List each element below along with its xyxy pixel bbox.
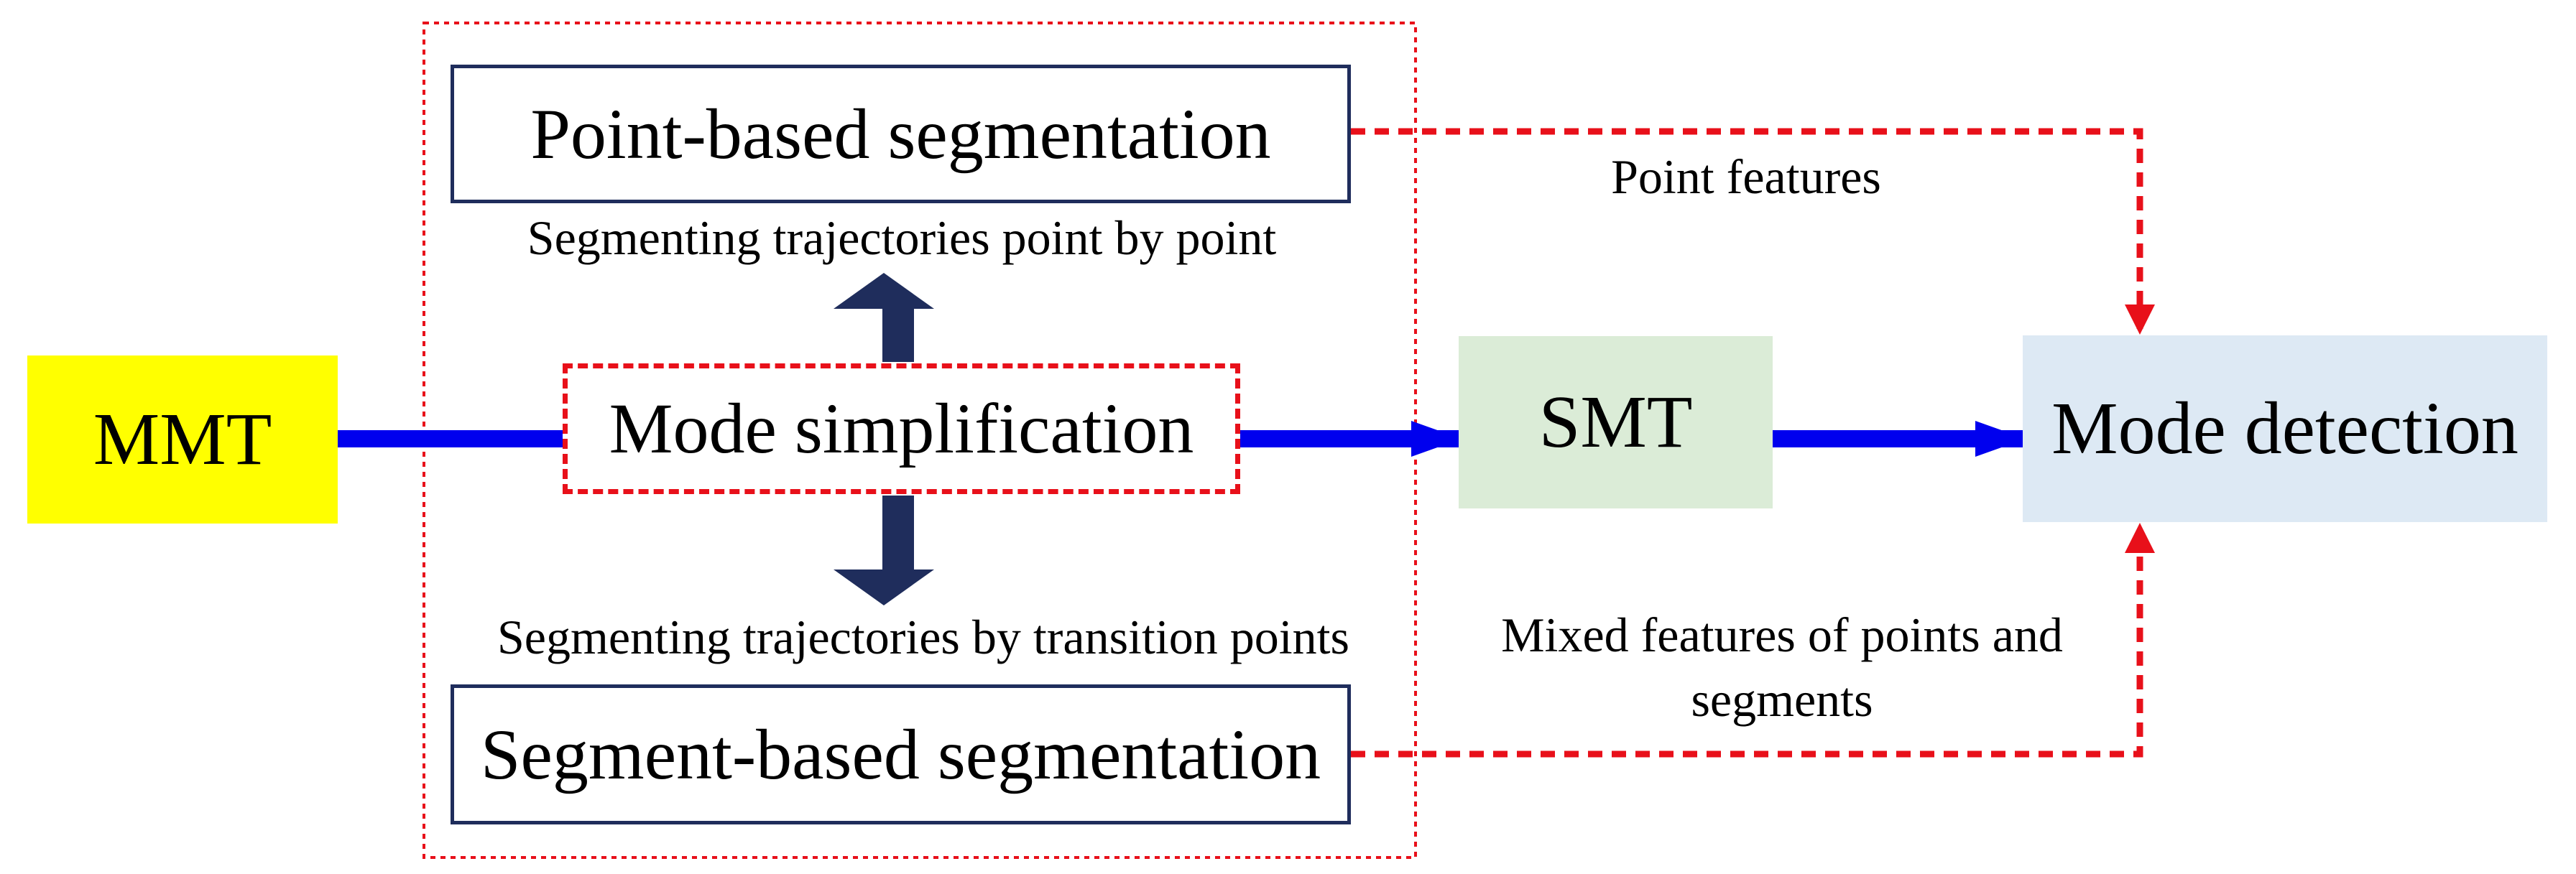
mixed-features-arrow <box>1351 523 2155 758</box>
mmt-box: MMT <box>27 355 338 524</box>
mixed-features-caption-line-2: segments <box>1691 671 1873 727</box>
mixed-features-caption: Mixed features of points and segments <box>1430 603 2134 733</box>
segment-based-segmentation-box: Segment-based segmentation <box>451 684 1351 824</box>
down-arrow <box>834 496 934 605</box>
segment-based-segmentation-label: Segment-based segmentation <box>480 714 1321 794</box>
up-arrow <box>834 273 934 362</box>
mode-simplification-label: Mode simplification <box>609 389 1194 468</box>
point-by-point-caption: Segmenting trajectories point by point <box>527 210 1277 265</box>
mmt-label: MMT <box>93 398 272 480</box>
mixed-features-caption-line-1: Mixed features of points and <box>1501 608 2063 662</box>
mode-simplification-box: Mode simplification <box>563 363 1240 494</box>
point-features-arrow <box>1351 128 2155 335</box>
mode-detection-box: Mode detection <box>2023 335 2547 522</box>
point-based-segmentation-label: Point-based segmentation <box>530 93 1271 174</box>
point-based-segmentation-box: Point-based segmentation <box>451 65 1351 203</box>
smt-label: SMT <box>1538 381 1693 463</box>
transition-points-caption: Segmenting trajectories by transition po… <box>497 610 1349 664</box>
mode-detection-label: Mode detection <box>2051 387 2519 470</box>
smt-box: SMT <box>1459 336 1773 508</box>
point-features-caption: Point features <box>1611 149 1881 204</box>
